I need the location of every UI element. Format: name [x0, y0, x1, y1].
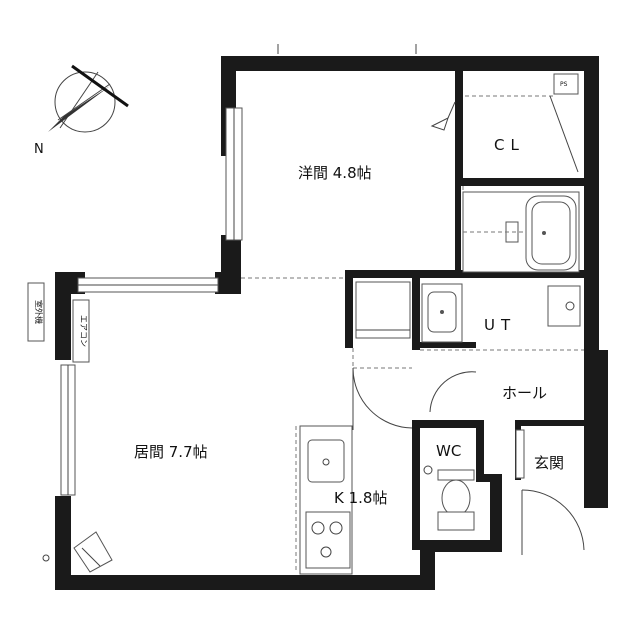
svg-text:PS: PS: [560, 81, 568, 88]
room-label-wc: WC: [436, 442, 461, 460]
room-label-living: 居間 7.7帖: [134, 443, 208, 461]
outdoor-unit: 室外機: [27, 282, 45, 342]
closet-fixtures: PS: [430, 73, 579, 173]
room-label-utility: UT: [484, 316, 516, 334]
fridge-space: [355, 281, 411, 339]
kitchen-counter: [299, 425, 353, 575]
svg-text:エアコン: エアコン: [79, 315, 88, 347]
doors: [352, 367, 585, 555]
bathtub: [462, 191, 580, 273]
room-label-entrance: 玄関: [534, 454, 564, 472]
svg-text:室外機: 室外機: [34, 300, 44, 324]
toilet-icon: [423, 465, 475, 531]
room-label-hall: ホール: [502, 384, 547, 402]
compass-icon: N: [34, 64, 129, 157]
washing-machine-space: [547, 285, 581, 327]
north-label: N: [34, 142, 44, 157]
room-label-kitchen: K 1.8帖: [334, 489, 387, 507]
room-label-western: 洋間 4.8帖: [298, 164, 372, 182]
windows: [60, 107, 243, 496]
room-label-closet: CL: [494, 136, 525, 154]
corner-fixture: [73, 531, 113, 573]
aircon-unit: エアコン: [72, 299, 90, 363]
wash-basin: [421, 283, 463, 343]
